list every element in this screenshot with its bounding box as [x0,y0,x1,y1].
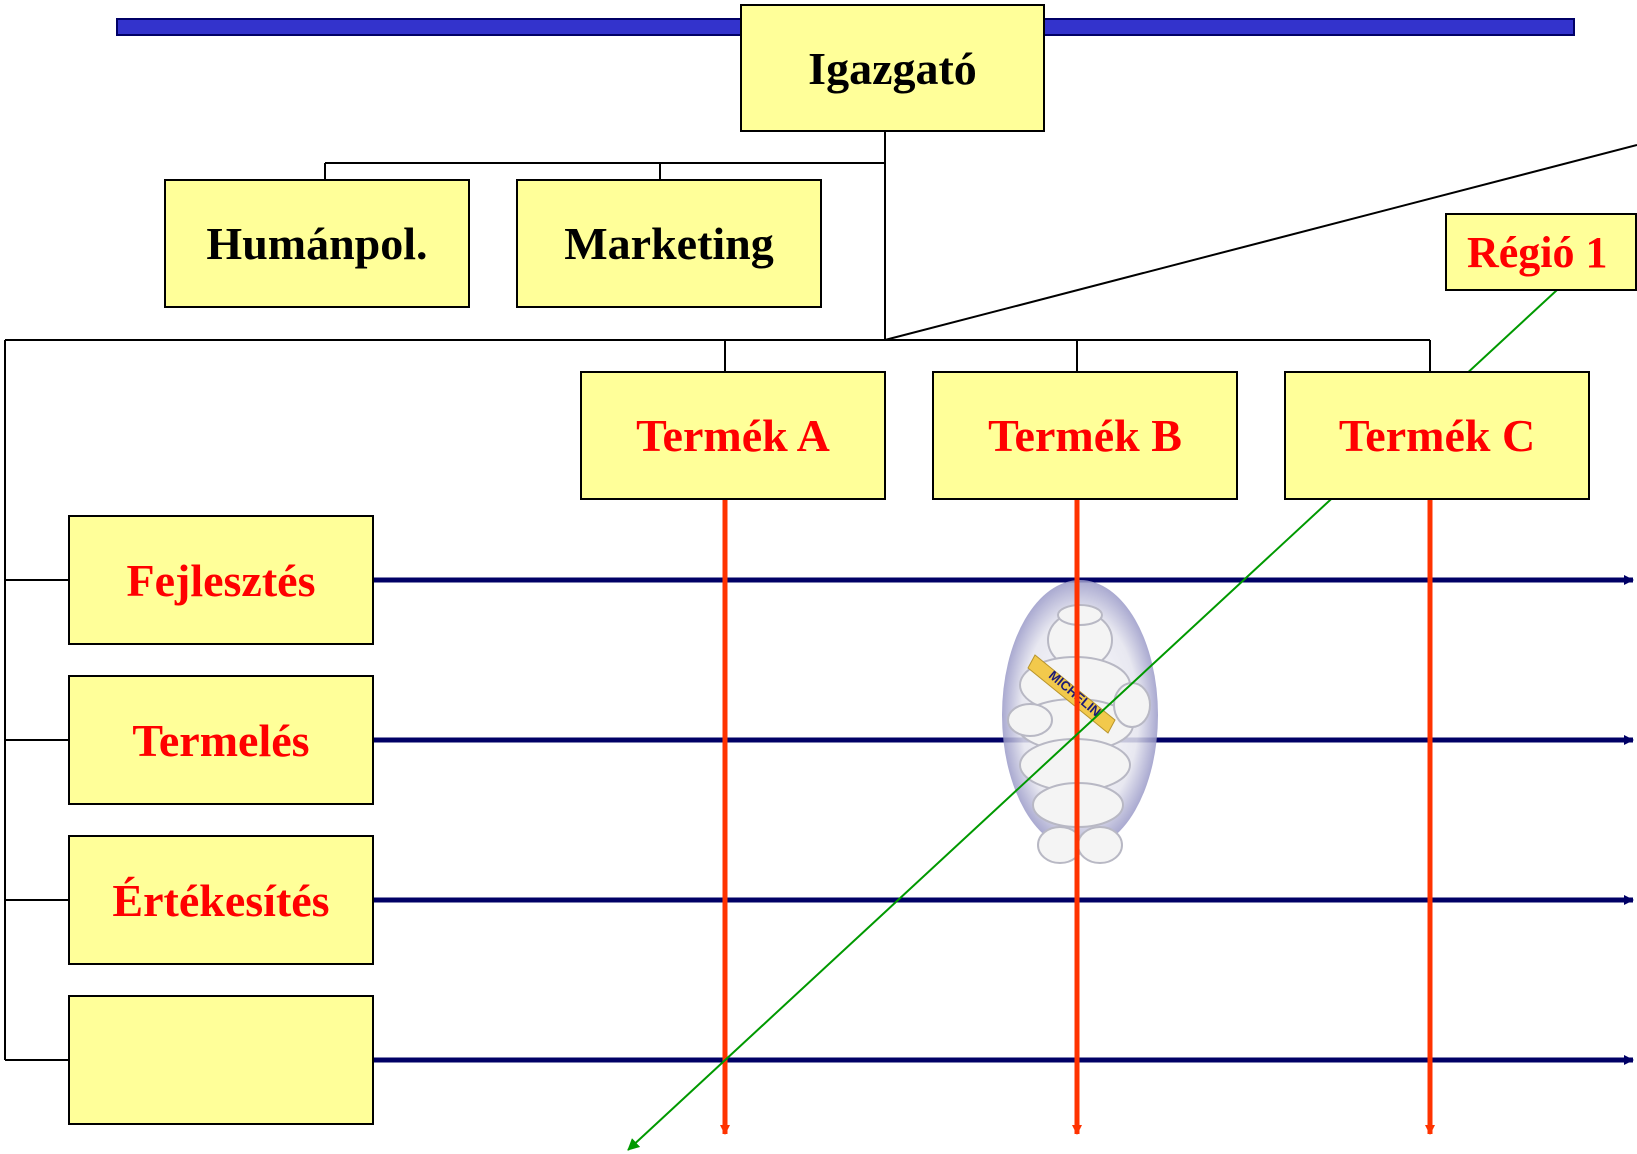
michelin-mascot-icon: MICHELIN [1002,580,1158,864]
product-arrows [720,500,1435,1135]
function-label: Fejlesztés [126,554,316,606]
product-box-a: Termék A [580,371,886,500]
staff-label: Humánpol. [206,218,428,269]
director-box: Igazgató [740,4,1045,132]
staff-label: Marketing [564,218,774,269]
staff-box-marketing: Marketing [516,179,822,308]
product-label: Termék C [1338,410,1536,461]
product-box-c: Termék C [1284,371,1590,500]
main-connectors [4,144,1637,1061]
region-label: Régió 1 [1467,227,1608,277]
function-label: Termelés [132,714,310,766]
product-box-b: Termék B [932,371,1238,500]
region-box: Régió 1 [1445,213,1637,291]
staff-box-human-resources: Humánpol. [164,179,470,308]
product-label: Termék B [988,410,1182,461]
director-label: Igazgató [808,42,977,94]
function-label: Értékesítés [112,874,330,926]
function-box-production: Termelés [68,675,374,805]
function-box-development: Fejlesztés [68,515,374,645]
staff-connectors [324,131,886,340]
function-box-empty [68,995,374,1125]
product-label: Termék A [636,410,830,461]
function-arrows [373,575,1634,1065]
function-box-sales: Értékesítés [68,835,374,965]
